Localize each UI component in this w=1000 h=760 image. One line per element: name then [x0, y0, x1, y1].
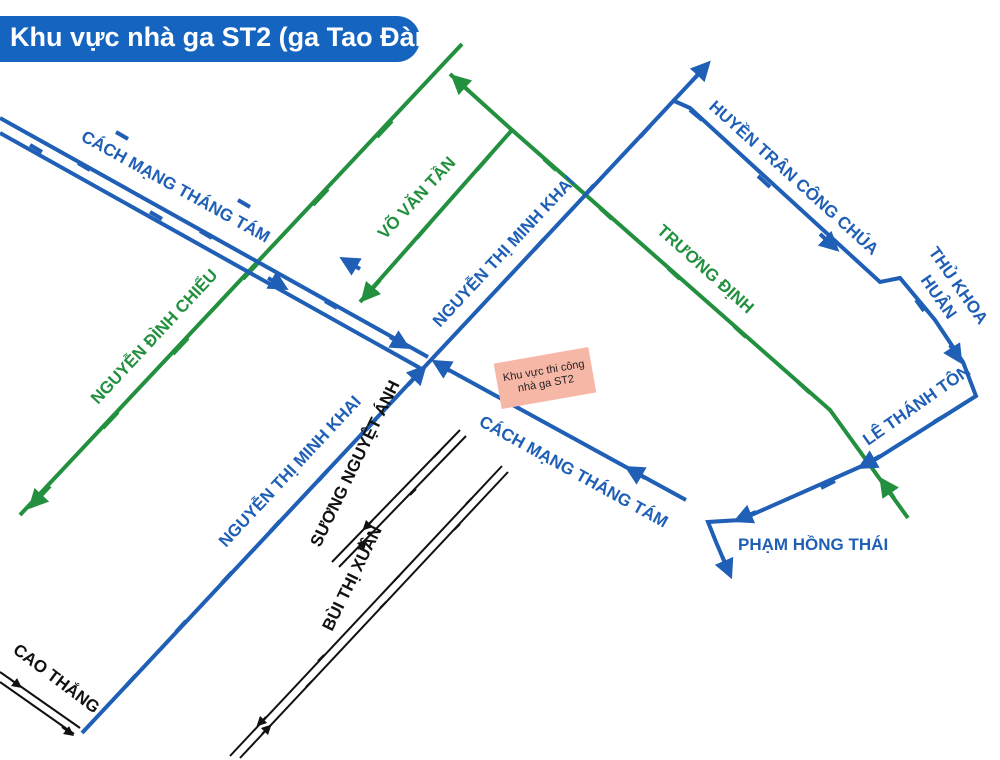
- suong-nguyet-anh-street: [331, 429, 467, 568]
- label-huyen-tran-cong-chua: HUYỀN TRÂN CÔNG CHÚA: [705, 97, 882, 259]
- pham-hong-thai-street: [705, 464, 863, 580]
- nguyen-thi-minh-khai-street: [80, 66, 706, 735]
- cao-thang-street: [0, 671, 81, 736]
- label-cach-mang-thang-tam-upper: CÁCH MẠNG THÁNG TÁM: [78, 127, 273, 247]
- label-cach-mang-thang-tam-lower: CÁCH MẠNG THÁNG TÁM: [476, 412, 671, 532]
- map-title: Khu vực nhà ga ST2 (ga Tao Đàn): [10, 22, 441, 52]
- cach-mang-thang-tam-upper-street: [0, 116, 429, 370]
- bui-thi-xuan-street: [229, 465, 509, 759]
- label-pham-hong-thai: PHẠM HỒNG THÁI: [738, 535, 888, 554]
- label-vo-van-tan: VÕ VĂN TẦN: [373, 152, 459, 242]
- label-nguyen-dinh-chieu: NGUYỄN ĐÌNH CHIỂU: [87, 266, 221, 408]
- label-le-thanh-ton: LÊ THÁNH TÔN: [859, 361, 974, 449]
- nguyen-dinh-chieu-street: [18, 42, 464, 517]
- title-banner: Khu vực nhà ga ST2 (ga Tao Đàn): [0, 16, 440, 62]
- huyen-tran-cong-chua-street: [671, 98, 979, 466]
- label-cao-thang: CAO THẮNG: [10, 640, 104, 717]
- vo-van-tan-street: [360, 128, 514, 302]
